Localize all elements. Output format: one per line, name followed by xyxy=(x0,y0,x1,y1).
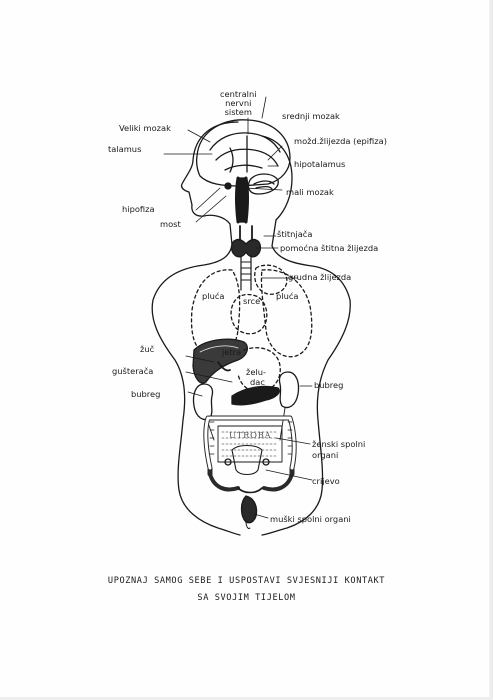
label-hipotalamus: hipotalamus xyxy=(294,159,346,169)
label-veliki-mozak: Veliki mozak xyxy=(119,123,171,133)
label-mali-mozak: mali mozak xyxy=(286,187,334,197)
kidney-left xyxy=(192,383,214,421)
label-stitnjaca: štitnjača xyxy=(277,229,313,239)
label-line: nervni xyxy=(225,98,252,108)
label-zeludac: želu- dac xyxy=(246,367,266,387)
page-edge-bottom xyxy=(0,697,493,700)
label-hipofiza: hipofiza xyxy=(122,204,155,214)
label-most: most xyxy=(160,219,181,229)
small-intestine xyxy=(217,425,283,463)
label-pluca-right: pluća xyxy=(276,291,299,301)
label-pomocna-stitna: pomoćna štitna žlijezda xyxy=(280,243,379,253)
thymus xyxy=(254,264,288,295)
label-crijevo: crijevo xyxy=(312,476,340,486)
lung-right xyxy=(260,269,313,358)
label-utroba: UTROBA xyxy=(229,430,272,440)
label-grudna-zlijezda: grudna žlijezda xyxy=(288,272,352,282)
heart xyxy=(230,293,268,335)
pancreas xyxy=(231,385,280,406)
label-zuc: žuč xyxy=(140,344,155,354)
body-outline xyxy=(151,121,241,536)
label-jetra: jetra xyxy=(222,347,242,357)
label-line: centralni xyxy=(220,89,257,99)
label-line: želu- xyxy=(246,367,267,377)
label-bubreg-right: bubreg xyxy=(314,380,344,390)
uterus xyxy=(231,444,263,476)
kidney-right xyxy=(278,371,300,409)
caption-line-2: SA SVOJIM TIJELOM xyxy=(197,593,296,603)
pituitary-gland xyxy=(224,182,232,190)
stomach xyxy=(237,347,281,393)
label-mozd-zlijezda: možd.žlijezda (epifiza) xyxy=(294,136,387,146)
label-line: ženski spolni xyxy=(312,439,366,449)
liver xyxy=(192,338,249,384)
label-srednji-mozak: srednji mozak xyxy=(282,111,340,121)
male-organs xyxy=(240,495,258,524)
label-zenski-spolni: ženski spolni organi xyxy=(312,439,365,461)
label-line: dac xyxy=(250,377,265,387)
label-gusteraca: gušterača xyxy=(112,366,154,376)
label-bubreg-left: bubreg xyxy=(131,389,161,399)
thyroid xyxy=(230,238,262,258)
label-centralni-nervni-sistem: centralni nervni sistem xyxy=(220,90,257,117)
label-pluca-left: pluća xyxy=(202,291,225,301)
label-talamus: talamus xyxy=(108,144,142,154)
label-line: sistem xyxy=(224,107,252,117)
caption-line-1: UPOZNAJ SAMOG SEBE I USPOSTAVI SVJESNIJI… xyxy=(107,576,386,586)
brain-outline xyxy=(195,119,291,187)
label-line: organi xyxy=(312,450,339,460)
label-muski-spolni: muški spolni organi xyxy=(270,514,351,524)
label-srce: srce xyxy=(243,296,261,306)
page-edge xyxy=(489,0,493,700)
cerebellum xyxy=(247,173,279,195)
